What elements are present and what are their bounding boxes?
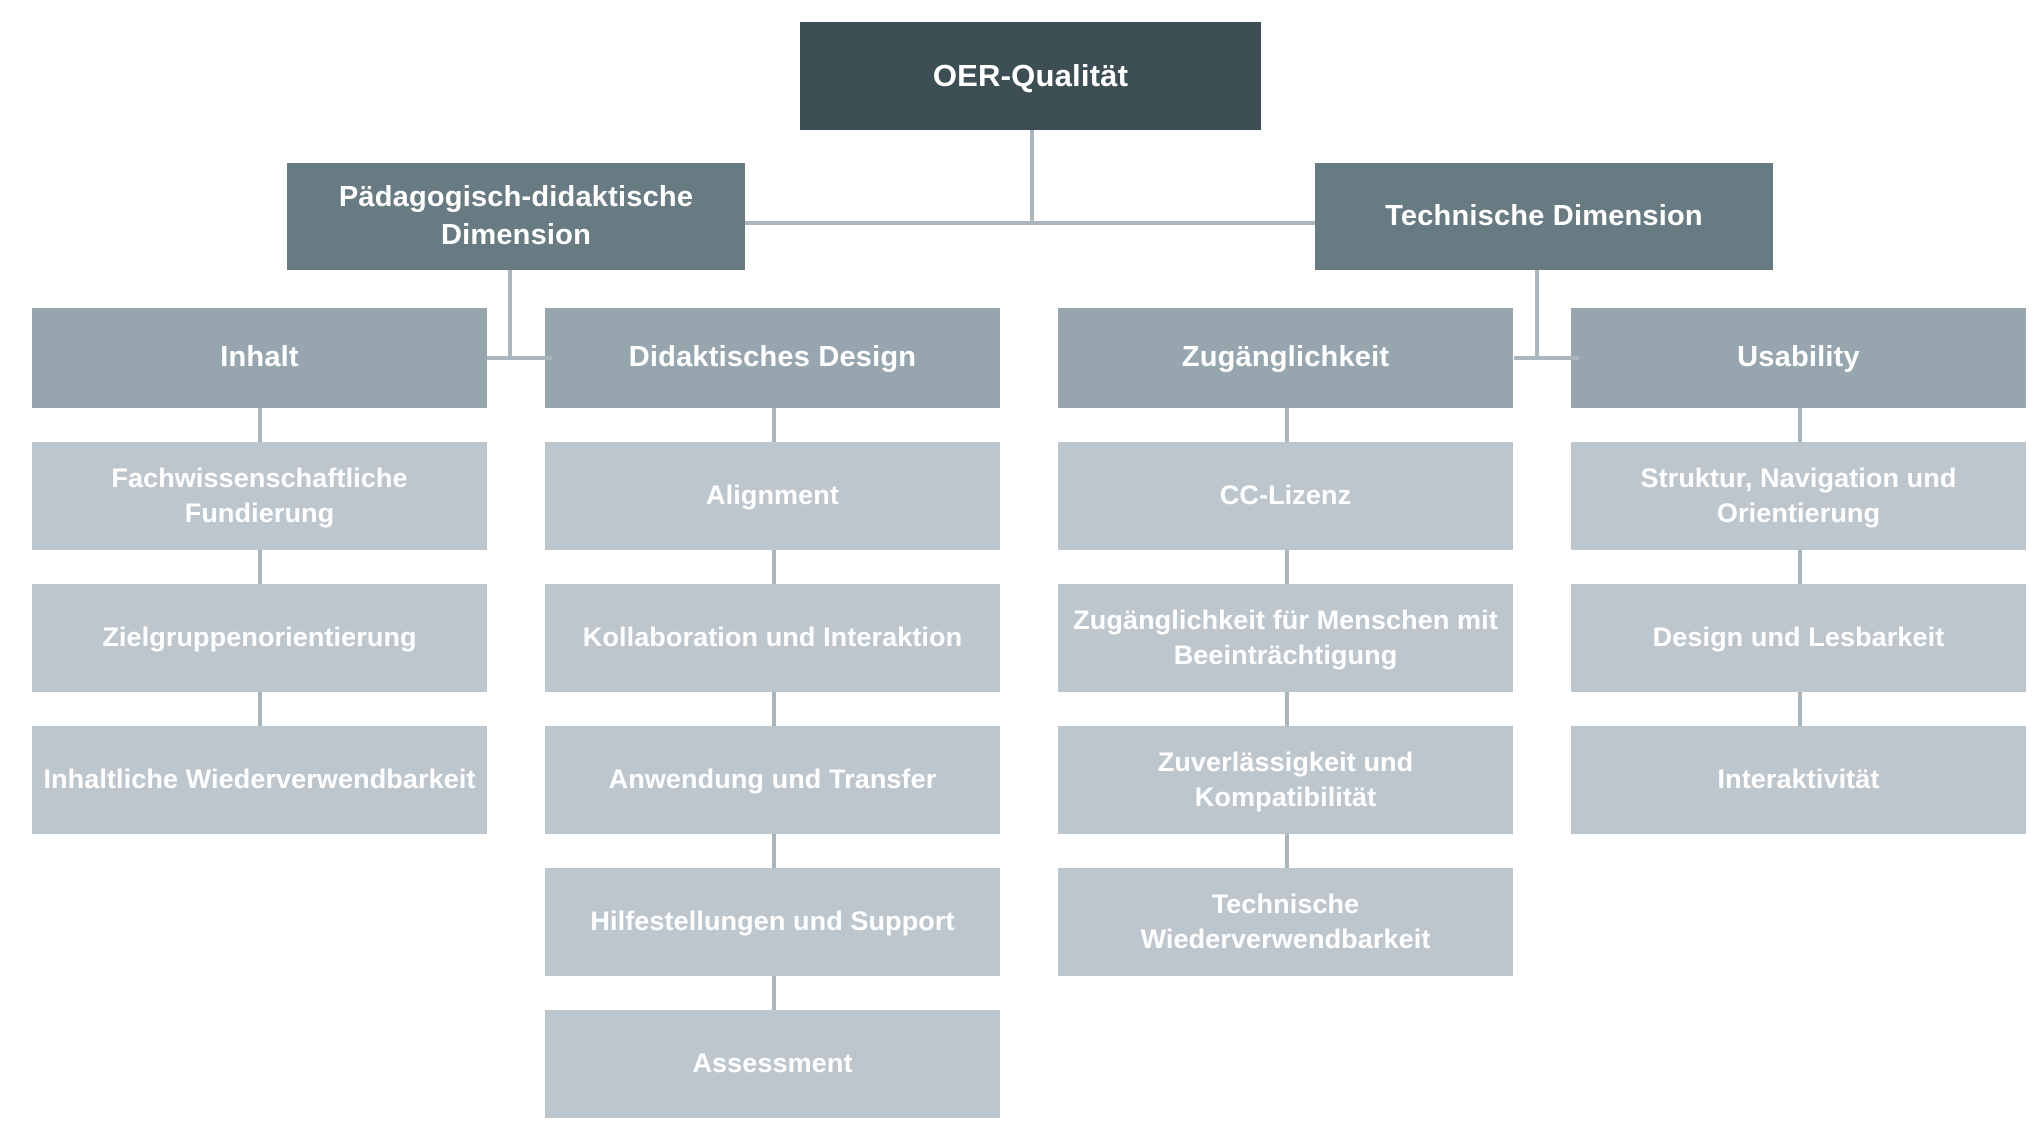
root-node-oer-qualitaet[interactable]: OER-Qualität <box>800 22 1261 130</box>
criterion-node-anwendung-und-transfer[interactable]: Anwendung und Transfer <box>545 726 1000 834</box>
criterion-node-zugaenglichkeit-fuer-menschen-mit-beeintraechtigung[interactable]: Zugänglichkeit für Menschen mit Beeinträ… <box>1058 584 1513 692</box>
criterion-node-zielgruppenorientierung[interactable]: Zielgruppenorientierung <box>32 584 487 692</box>
criterion-node-inhaltliche-wiederverwendbarkeit[interactable]: Inhaltliche Wiederverwendbarkeit <box>32 726 487 834</box>
connector-col2-2 <box>772 550 776 584</box>
category-node-didaktisches-design[interactable]: Didaktisches Design <box>545 308 1000 408</box>
dimension-node-technisch[interactable]: Technische Dimension <box>1315 163 1773 270</box>
connector-col4-2 <box>1798 550 1802 584</box>
criterion-node-kollaboration-und-interaktion[interactable]: Kollaboration und Interaktion <box>545 584 1000 692</box>
criterion-node-struktur-navigation-und-orientierung[interactable]: Struktur, Navigation und Orientierung <box>1571 442 2026 550</box>
connector-col4-1 <box>1798 408 1802 442</box>
connector-col1-3 <box>258 692 262 726</box>
connector-col3-2 <box>1285 550 1289 584</box>
criterion-node-hilfestellungen-und-support[interactable]: Hilfestellungen und Support <box>545 868 1000 976</box>
dimension-node-paedagogisch-didaktisch[interactable]: Pädagogisch-didaktische Dimension <box>287 163 745 270</box>
connector-dimension-spine <box>745 221 1315 225</box>
criterion-node-alignment[interactable]: Alignment <box>545 442 1000 550</box>
criterion-node-fachwissenschaftliche-fundierung[interactable]: Fachwissenschaftliche Fundierung <box>32 442 487 550</box>
connector-col3-4 <box>1285 834 1289 868</box>
connector-left-category-spine <box>487 356 552 360</box>
connector-left-dimension-stem <box>508 270 512 358</box>
connector-col1-2 <box>258 550 262 584</box>
connector-col3-1 <box>1285 408 1289 442</box>
category-node-usability[interactable]: Usability <box>1571 308 2026 408</box>
connector-col2-1 <box>772 408 776 442</box>
criterion-node-design-und-lesbarkeit[interactable]: Design und Lesbarkeit <box>1571 584 2026 692</box>
connector-col2-4 <box>772 834 776 868</box>
criterion-node-technische-wiederverwendbarkeit[interactable]: Technische Wiederverwendbarkeit <box>1058 868 1513 976</box>
connector-root-stem <box>1030 130 1034 223</box>
criterion-node-interaktivitaet[interactable]: Interaktivität <box>1571 726 2026 834</box>
category-node-zugaenglichkeit[interactable]: Zugänglichkeit <box>1058 308 1513 408</box>
connector-right-category-spine <box>1514 356 1579 360</box>
criterion-node-zuverlaessigkeit-und-kompatibilitaet[interactable]: Zuverlässigkeit und Kompatibilität <box>1058 726 1513 834</box>
connector-col2-5 <box>772 976 776 1010</box>
connector-col1-1 <box>258 408 262 442</box>
connector-right-dimension-stem <box>1535 270 1539 358</box>
criterion-node-assessment[interactable]: Assessment <box>545 1010 1000 1118</box>
criterion-node-cc-lizenz[interactable]: CC-Lizenz <box>1058 442 1513 550</box>
connector-col3-3 <box>1285 692 1289 726</box>
connector-col4-3 <box>1798 692 1802 726</box>
category-node-inhalt[interactable]: Inhalt <box>32 308 487 408</box>
connector-col2-3 <box>772 692 776 726</box>
